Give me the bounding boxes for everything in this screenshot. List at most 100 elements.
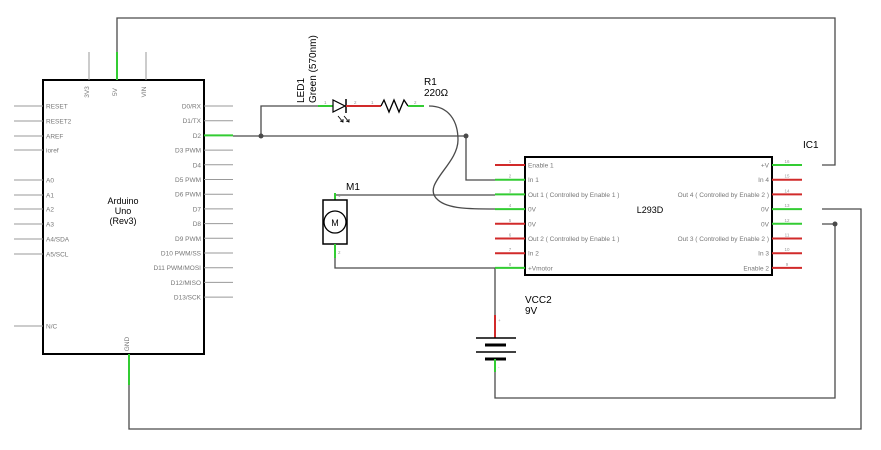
led-emission-arrows [337, 115, 350, 123]
wire-motor-to-vmotor[interactable] [334, 250, 495, 269]
resistor-zigzag [380, 98, 409, 114]
arduino-uno[interactable]: RESETRESET2AREFiorefA0A1A2A3A4/SDAA5/SCL… [14, 52, 233, 385]
ic-pin-label: 0V [761, 221, 770, 228]
resistor-pin-num-2: 2 [414, 100, 417, 105]
ic-pin-number: 11 [785, 233, 790, 238]
ic-pin-label: 0V [761, 207, 770, 214]
arduino-pin-label: D12/MISO [171, 280, 201, 287]
ic-pin-number: 2 [509, 174, 512, 179]
ic-pin-label: +Vmotor [528, 265, 554, 272]
arduino-pin-label: A1 [46, 193, 54, 200]
arduino-pin-label: D6 PWM [175, 192, 201, 199]
ic-pin-label: 0V [528, 221, 537, 228]
resistor-value: 220Ω [424, 88, 449, 99]
led-triangle [332, 99, 347, 113]
arduino-pin-label: D9 PWM [175, 236, 201, 243]
arduino-pin-label: D8 [193, 221, 202, 228]
arduino-pin-label: D5 PWM [175, 177, 201, 184]
ic-name: L293D [637, 205, 664, 215]
motor-pin-num-1: 1 [338, 193, 341, 198]
arduino-pin-label-3v3: 3V3 [84, 86, 91, 98]
ic-pin-label: In 3 [758, 251, 769, 258]
led-ref: LED1 [296, 78, 307, 103]
wire-gnd[interactable] [128, 208, 862, 430]
ic-ref: IC1 [803, 140, 819, 151]
ic-pin-number: 8 [509, 262, 512, 267]
arduino-pin-label: RESET [46, 104, 68, 111]
arduino-pin-label: A5/SCL [46, 252, 69, 259]
arduino-pin-label: D2 [193, 133, 202, 140]
ic-pin-label: In 2 [528, 251, 539, 258]
ic-pin-number: 9 [786, 262, 789, 267]
ic-pin-label: 0V [528, 207, 537, 214]
arduino-pin-label: A4/SDA [46, 237, 70, 244]
ic-pin-number: 15 [784, 174, 790, 179]
junction-dot [832, 221, 838, 227]
ic-pin-label: In 1 [528, 177, 539, 184]
arduino-pin-label: D10 PWM/SS [161, 251, 202, 258]
ic-pin-number: 13 [784, 203, 790, 208]
battery-ref: VCC2 [525, 295, 552, 306]
ic-pin-label: Enable 2 [743, 265, 769, 272]
arduino-pin-label-gnd: GND [124, 336, 131, 351]
ic-body[interactable] [524, 156, 773, 276]
ic-pin-label: +V [761, 163, 770, 170]
wire-5v-to-ic-vplus[interactable] [116, 17, 836, 166]
ic-pin-label: Enable 1 [528, 163, 554, 170]
resistor-pin-num-1: 1 [371, 100, 374, 105]
battery-component[interactable]: + - VCC2 9V [476, 295, 552, 372]
led-pin-num-1: 1 [324, 100, 327, 105]
arduino-pin-label: RESET2 [46, 119, 72, 126]
motor-circle [323, 210, 347, 234]
arduino-pin-label: D0/RX [182, 104, 202, 111]
ic-pin-number: 3 [509, 188, 512, 193]
led-pin-num-2: 2 [354, 100, 357, 105]
ic-pin-number: 16 [784, 159, 790, 164]
ic-pin-label: Out 4 ( Controlled by Enable 2 ) [678, 192, 769, 199]
wire-d2-to-led[interactable] [260, 105, 318, 136]
wire-motor-to-out1[interactable] [334, 193, 495, 196]
arduino-pin-label: D7 [193, 206, 202, 213]
arduino-left-pins: RESETRESET2AREFiorefA0A1A2A3A4/SDAA5/SCL… [14, 104, 72, 331]
battery-plus-sign: + [498, 318, 501, 323]
arduino-pin-label: D11 PWM/MOSI [153, 265, 201, 272]
arduino-pin-label: AREF [46, 134, 63, 141]
arduino-pin-label-5v: 5V [112, 87, 119, 96]
led-component[interactable]: 1 2 LED1 Green (570nm) [296, 35, 365, 123]
junction-dot [463, 133, 469, 139]
arduino-pin-label: N/C [46, 324, 58, 331]
arduino-pin-label-vin: VIN [141, 86, 148, 97]
ic-pin-number: 6 [509, 233, 512, 238]
arduino-body[interactable] [42, 79, 205, 355]
arduino-pin-label: D4 [193, 162, 202, 169]
arduino-pin-label: D1/TX [183, 118, 202, 125]
resistor-component[interactable]: 1 2 R1 220Ω [365, 77, 449, 114]
arduino-pin-label: ioref [46, 148, 59, 155]
arduino-pin-label: A2 [46, 207, 54, 214]
battery-value: 9V [525, 306, 538, 317]
motor-ref: M1 [346, 182, 360, 193]
arduino-name-line2: Uno [115, 206, 132, 216]
ic-pin-number: 7 [509, 247, 512, 252]
junction-dot [258, 133, 264, 139]
arduino-pin-label: D3 PWM [175, 148, 201, 155]
wire-d2-to-in1[interactable] [465, 136, 495, 181]
led-desc: Green (570nm) [308, 35, 319, 103]
ic-pin-number: 4 [509, 203, 512, 208]
ic-pin-number: 10 [784, 247, 790, 252]
wire-battery-minus[interactable] [494, 223, 836, 399]
arduino-pin-label: D13/SCK [174, 295, 202, 302]
resistor-ref: R1 [424, 77, 437, 88]
battery-minus-sign: - [498, 365, 500, 370]
ic-pin-number: 5 [509, 218, 512, 223]
arduino-name-line3: (Rev3) [109, 216, 136, 226]
motor-component[interactable]: M 1 2 M1 [322, 182, 360, 258]
arduino-pin-label: A0 [46, 178, 54, 185]
wire-resistor-to-ic-0v[interactable] [428, 105, 496, 210]
ic-pin-label: Out 1 ( Controlled by Enable 1 ) [528, 192, 619, 199]
ic-pin-label: Out 3 ( Controlled by Enable 2 ) [678, 236, 769, 243]
